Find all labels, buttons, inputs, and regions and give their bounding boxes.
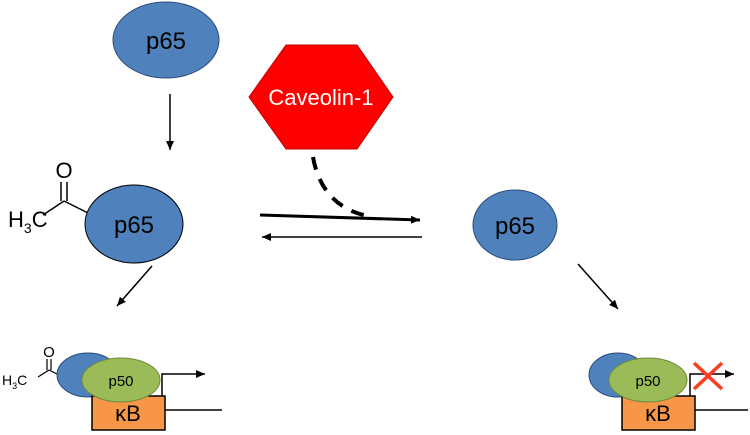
p65-node-right: p65	[472, 189, 558, 261]
p50-label-right: p50	[635, 373, 660, 390]
h3c-label-mid: H3C	[8, 207, 48, 236]
p50-small-right	[608, 357, 688, 403]
arrow-right-to-dna	[577, 263, 619, 310]
kb-label-right: κB	[645, 401, 671, 426]
transcription-arrow-left	[161, 370, 205, 396]
acetyl-group-mid: O H3C	[8, 158, 91, 236]
oxygen-label-small: O	[43, 344, 55, 361]
h3c-label-small: H3C	[2, 372, 27, 391]
dna-complex-right: κB p50	[588, 352, 748, 431]
transcription-arrow-right	[689, 370, 734, 396]
kb-label-left: κB	[115, 401, 141, 426]
kb-box-left	[91, 395, 166, 431]
p50-label-left: p50	[108, 373, 133, 390]
p65-label-acetylated: p65	[114, 212, 154, 239]
p65-label-right: p65	[495, 213, 535, 240]
arrow-left-to-dna	[116, 265, 153, 307]
inhibition-x-mark	[692, 361, 724, 391]
p50-small-left	[81, 357, 161, 403]
caveolin-1-hexagon: Caveolin-1	[248, 44, 394, 150]
deacetylation-forward-arrow	[259, 213, 421, 224]
caveolin-1-label: Caveolin-1	[268, 85, 373, 110]
dna-complex-left: O H3C κB p50	[2, 344, 222, 431]
p65-node-top: p65	[112, 1, 220, 79]
oxygen-label-mid: O	[55, 158, 72, 183]
p65-label-top: p65	[146, 28, 186, 55]
p65-node-acetylated: p65	[84, 184, 184, 264]
caveolin-inhibition-dashed-line	[311, 156, 369, 218]
